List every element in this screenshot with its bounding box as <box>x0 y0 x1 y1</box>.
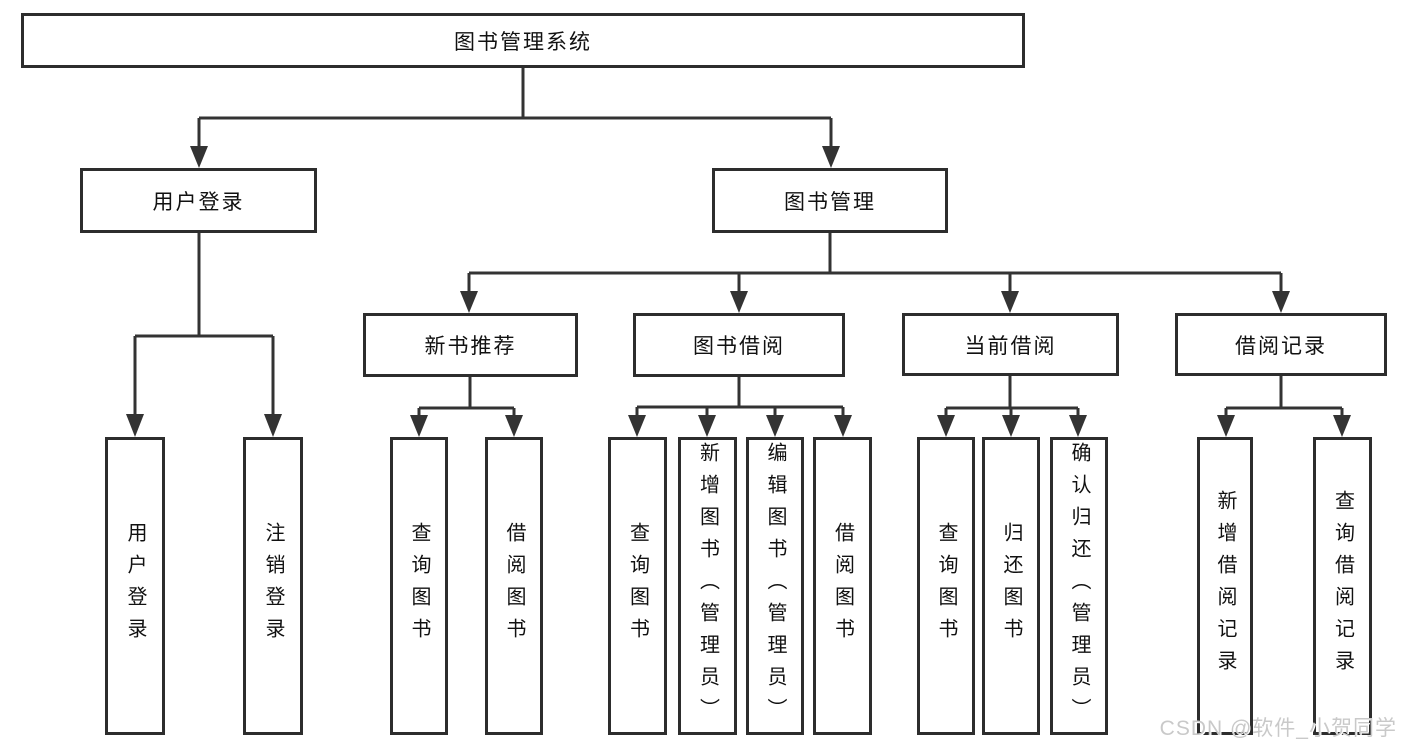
connector-bookmgmt-to-level2 <box>467 233 1283 293</box>
node-library-system: 图书管理系统 <box>21 13 1025 68</box>
connector-root-to-level1 <box>197 68 833 148</box>
connector-newbook-to-leaves <box>417 377 516 417</box>
node-current-borrowing-label: 当前借阅 <box>964 334 1057 358</box>
node-current-borrowing: 当前借阅 <box>902 313 1119 376</box>
leaf-user-login-label: 用户登录 <box>124 522 146 650</box>
node-new-book-recommendation-label: 新书推荐 <box>424 335 517 358</box>
node-user-login: 用户登录 <box>80 168 317 233</box>
leaf-borrowing-edit-books-admin: 编辑图书（管理员） <box>746 437 804 735</box>
leaf-records-add-record-label: 新增借阅记录 <box>1214 490 1236 682</box>
leaf-records-query-record: 查询借阅记录 <box>1313 437 1372 735</box>
leaf-newbook-query-books-label: 查询图书 <box>408 522 430 650</box>
leaf-borrowing-query-books: 查询图书 <box>608 437 667 735</box>
leaf-current-return-books-label: 归还图书 <box>1000 522 1022 650</box>
arrowheads <box>126 146 1351 437</box>
node-book-borrowing: 图书借阅 <box>633 313 845 377</box>
leaf-logout: 注销登录 <box>243 437 303 735</box>
leaf-records-add-record: 新增借阅记录 <box>1197 437 1253 735</box>
node-borrowing-records: 借阅记录 <box>1175 313 1387 376</box>
node-book-management-label: 图书管理 <box>784 190 876 214</box>
leaf-newbook-borrow-books-label: 借阅图书 <box>503 522 525 650</box>
node-library-system-label: 图书管理系统 <box>454 30 592 54</box>
node-book-management: 图书管理 <box>712 168 948 233</box>
leaf-newbook-borrow-books: 借阅图书 <box>485 437 543 735</box>
node-new-book-recommendation: 新书推荐 <box>363 313 578 377</box>
leaf-current-confirm-return-admin-label: 确认归还（管理员） <box>1068 442 1090 730</box>
leaf-current-return-books: 归还图书 <box>982 437 1040 735</box>
leaf-current-confirm-return-admin: 确认归还（管理员） <box>1050 437 1108 735</box>
csdn-watermark: CSDN @软件_小贺同学 <box>1159 717 1397 740</box>
connector-borrowing-to-leaves <box>635 377 845 417</box>
leaf-newbook-query-books: 查询图书 <box>390 437 448 735</box>
node-book-borrowing-label: 图书借阅 <box>693 335 785 358</box>
leaf-borrowing-borrow-books: 借阅图书 <box>813 437 872 735</box>
connector-userlogin-to-leaves <box>133 233 275 416</box>
node-borrowing-records-label: 借阅记录 <box>1235 334 1327 358</box>
leaf-borrowing-query-books-label: 查询图书 <box>626 522 649 650</box>
leaf-records-query-record-label: 查询借阅记录 <box>1331 490 1354 682</box>
leaf-borrowing-edit-books-admin-label: 编辑图书（管理员） <box>764 442 786 730</box>
leaf-borrowing-borrow-books-label: 借阅图书 <box>831 522 854 650</box>
leaf-logout-label: 注销登录 <box>262 522 284 650</box>
leaf-borrowing-add-books-admin-label: 新增图书（管理员） <box>696 442 719 730</box>
leaf-borrowing-add-books-admin: 新增图书（管理员） <box>678 437 737 735</box>
connector-current-to-leaves <box>944 376 1080 417</box>
connector-records-to-leaves <box>1224 376 1344 417</box>
leaf-user-login: 用户登录 <box>105 437 165 735</box>
leaf-current-query-books: 查询图书 <box>917 437 975 735</box>
node-user-login-label: 用户登录 <box>152 190 245 214</box>
leaf-current-query-books-label: 查询图书 <box>935 522 957 650</box>
